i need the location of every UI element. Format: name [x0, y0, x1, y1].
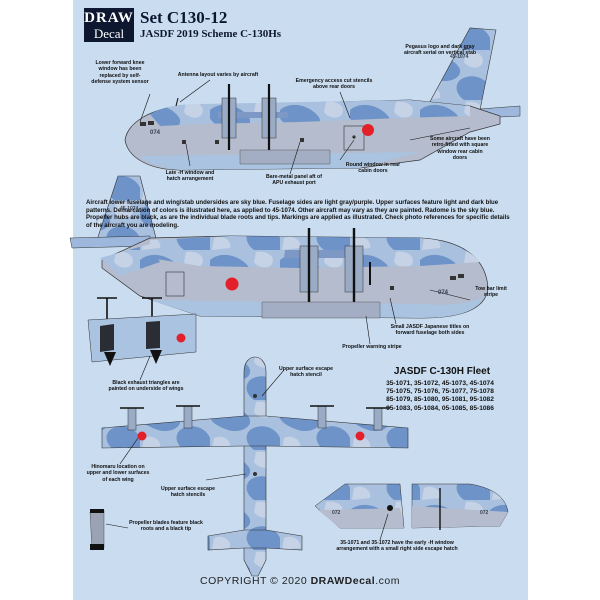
note-prop-warning: Propeller warning stripe — [342, 344, 402, 350]
note-upper-hatches: Upper surface escape hatch stencils — [161, 486, 215, 499]
fleet-row: 85-1079, 85-1080, 95-1081, 95-1082 — [386, 396, 494, 404]
wing-underside-views — [87, 297, 197, 366]
note-upper-hatch: Upper surface escape hatch stencil — [279, 366, 333, 379]
logo-line-decal: Decal — [93, 26, 125, 41]
small-number-left: 072 — [332, 510, 341, 516]
note-pegasus: Pegasus logo and dark gray aircraft seri… — [403, 44, 477, 57]
note-jasdf-titles: Small JASDF Japanese titles on forward f… — [390, 324, 470, 337]
tail-serial-bottom: 45-1074 — [120, 206, 139, 212]
note-lower-window: Lower forward knee window has been repla… — [91, 60, 149, 86]
note-late-h: Late -H window and hatch arrangement — [165, 170, 215, 183]
note-retrofit: Some aircraft have been retro-fitted wit… — [430, 136, 490, 162]
small-number-right: 072 — [480, 510, 489, 516]
fleet-row: 95-1083, 05-1084, 05-1085, 85-1086 — [386, 404, 494, 412]
side-profile-left — [124, 27, 521, 171]
note-round-window: Round window in rear cabin doors — [345, 162, 401, 175]
note-bare-metal: Bare-metal panel aft of APU exhaust port — [266, 174, 322, 187]
tail-serial-top: 45-1074 — [450, 54, 469, 60]
fleet-row: 75-1075, 75-1076, 75-1077, 75-1078 — [386, 388, 494, 396]
note-hinomaru: Hinomaru location on upper and lower sur… — [86, 464, 150, 483]
nose-number-top: 074 — [150, 130, 161, 136]
drawdecal-logo: DRAW Decal — [84, 8, 134, 42]
top-view — [101, 356, 409, 577]
note-tow-bar: Tow bar limit stripe — [475, 286, 507, 299]
fleet-title: JASDF C-130H Fleet — [393, 366, 491, 377]
nose-number-bottom: 074 — [438, 290, 449, 296]
note-exhaust: Black exhaust triangles are painted on u… — [108, 380, 184, 393]
copyright-prefix: COPYRIGHT © 2020 — [200, 575, 311, 587]
propeller-blade-detail — [89, 509, 105, 551]
small-side-views — [314, 483, 509, 530]
note-prop-blades: Propeller blades feature black roots and… — [129, 520, 203, 533]
leader-lines — [105, 47, 471, 541]
set-subtitle: JASDF 2019 Scheme C-130Hs — [140, 28, 282, 40]
copyright-brand: DRAWDecal — [310, 575, 376, 587]
note-early-h: 35-1071 and 35-1072 have the early -H wi… — [336, 540, 458, 553]
note-antenna: Antenna layout varies by aircraft — [177, 72, 259, 78]
copyright-line: COPYRIGHT © 2020 DRAWDecal.com — [0, 575, 600, 587]
set-title: Set C130-12 — [140, 8, 228, 27]
paint-scheme-paragraph: Aircraft lower fuselage and wing/stab un… — [86, 199, 510, 229]
copyright-suffix: .com — [375, 575, 400, 587]
note-emergency: Emergency access cut stencils above rear… — [295, 78, 373, 91]
logo-line-draw: DRAW — [84, 10, 134, 26]
side-profile-right — [69, 175, 489, 319]
fleet-list: 35-1071, 35-1072, 45-1073, 45-1074 75-10… — [370, 380, 510, 413]
fleet-row: 35-1071, 35-1072, 45-1073, 45-1074 — [386, 380, 494, 387]
